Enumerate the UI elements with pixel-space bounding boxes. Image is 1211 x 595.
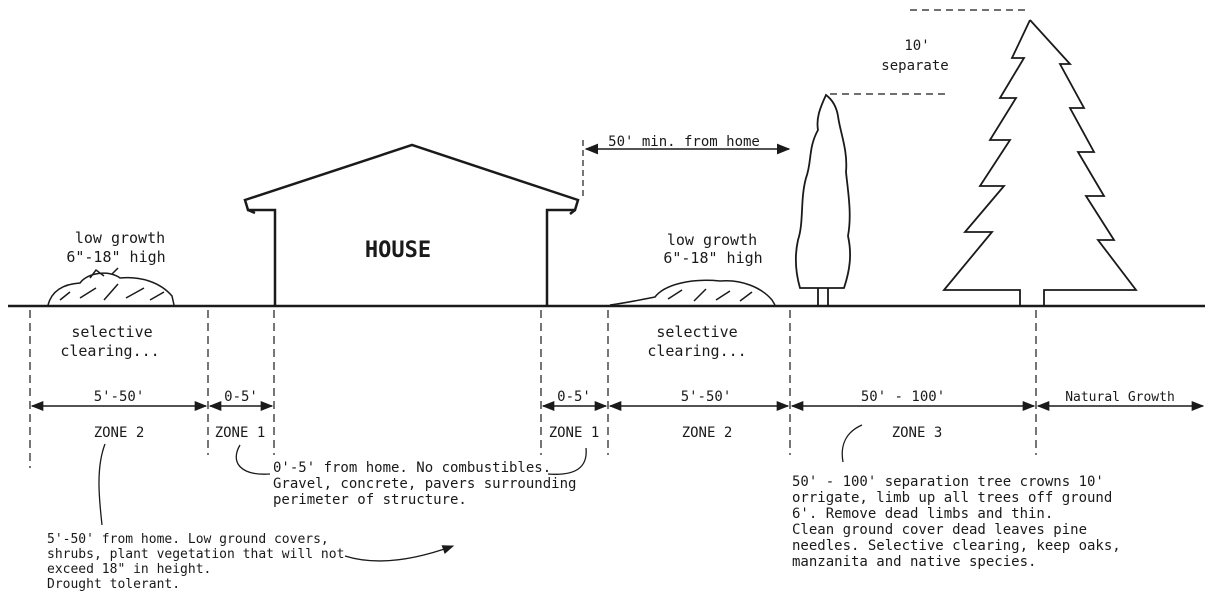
zone3-note-line6: manzanita and native species. — [792, 554, 1036, 570]
zone3-note-line4: Clean ground cover dead leaves pine — [792, 522, 1087, 538]
separation-label-bottom: separate — [881, 58, 948, 74]
conifer-tree — [942, 19, 1138, 305]
zone2-note-line3: exceed 18" in height. — [47, 562, 211, 577]
selective-right-line1: selective — [656, 323, 737, 341]
low-growth-right-line1: low growth — [667, 231, 757, 249]
zone1-note: 0'-5' from home. No combustibles. Gravel… — [273, 460, 576, 508]
house-drawing — [243, 143, 580, 305]
zone1-note-line1: 0'-5' from home. No combustibles. — [273, 460, 551, 476]
zone2-note-line2: shrubs, plant vegetation that will not — [47, 547, 344, 562]
right-shrub — [609, 279, 776, 306]
zone3-note-line1: 50' - 100' separation tree crowns 10' — [792, 474, 1104, 490]
zone1-note-line2: Gravel, concrete, pavers surrounding — [273, 476, 576, 492]
dim-right-0-5: 0-5' — [557, 389, 591, 405]
low-growth-left-line2: 6"-18" high — [66, 248, 165, 266]
selective-left-line2: clearing... — [60, 342, 159, 360]
dim-natural-growth: Natural Growth — [1065, 390, 1175, 405]
zone3-note-line2: orrigate, limb up all trees off ground — [792, 490, 1112, 506]
separation-label-top: 10' — [904, 38, 929, 54]
zone1-note-line3: perimeter of structure. — [273, 492, 467, 508]
zone-label-left-2: ZONE 2 — [94, 425, 145, 441]
min-distance-label: 50' min. from home — [608, 134, 760, 150]
dim-left-5-50: 5'-50' — [94, 389, 145, 405]
zone-label-right-1: ZONE 1 — [549, 425, 600, 441]
house-label: HOUSE — [365, 238, 431, 263]
zone-label-3: ZONE 3 — [892, 425, 943, 441]
selective-left-line1: selective — [71, 323, 152, 341]
dim-50-100: 50' - 100' — [861, 389, 945, 405]
zone3-note-line5: needles. Selective clearing, keep oaks, — [792, 538, 1121, 554]
selective-right-line2: clearing... — [647, 342, 746, 360]
zone2-note-line4: Drought tolerant. — [47, 577, 180, 592]
zone-label-right-2: ZONE 2 — [682, 425, 733, 441]
zone3-note-line3: 6'. Remove dead limbs and thin. — [792, 506, 1053, 522]
zone-dividers — [29, 310, 1037, 468]
zone2-note-line1: 5'-50' from home. Low ground covers, — [47, 532, 329, 547]
dim-left-0-5: 0-5' — [224, 389, 258, 405]
zone3-note: 50' - 100' separation tree crowns 10' or… — [792, 474, 1121, 570]
left-shrub — [47, 267, 175, 306]
zone2-note: 5'-50' from home. Low ground covers, shr… — [47, 532, 344, 592]
zone-label-left-1: ZONE 1 — [215, 425, 266, 441]
dim-right-5-50: 5'-50' — [681, 389, 732, 405]
low-growth-left-line1: low growth — [75, 229, 165, 247]
low-growth-right-line2: 6"-18" high — [663, 249, 762, 267]
narrow-tree — [794, 93, 851, 305]
leader-lines — [98, 424, 863, 562]
